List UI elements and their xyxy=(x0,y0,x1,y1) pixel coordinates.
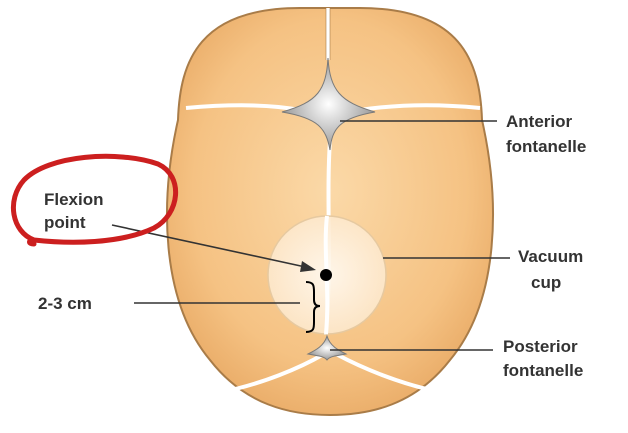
anterior-label-line2: fontanelle xyxy=(506,137,586,156)
posterior-label-line2: fontanelle xyxy=(503,361,583,380)
vacuum-label-line1: Vacuum xyxy=(518,247,583,266)
flexion-label-line1: Flexion xyxy=(44,190,104,209)
vacuum-label-line2: cup xyxy=(531,273,561,292)
flexion-point-dot xyxy=(320,269,332,281)
posterior-label-line1: Posterior xyxy=(503,337,578,356)
flexion-label-line2: point xyxy=(44,213,86,232)
anterior-label-line1: Anterior xyxy=(506,112,573,131)
distance-label: 2-3 cm xyxy=(38,294,92,313)
